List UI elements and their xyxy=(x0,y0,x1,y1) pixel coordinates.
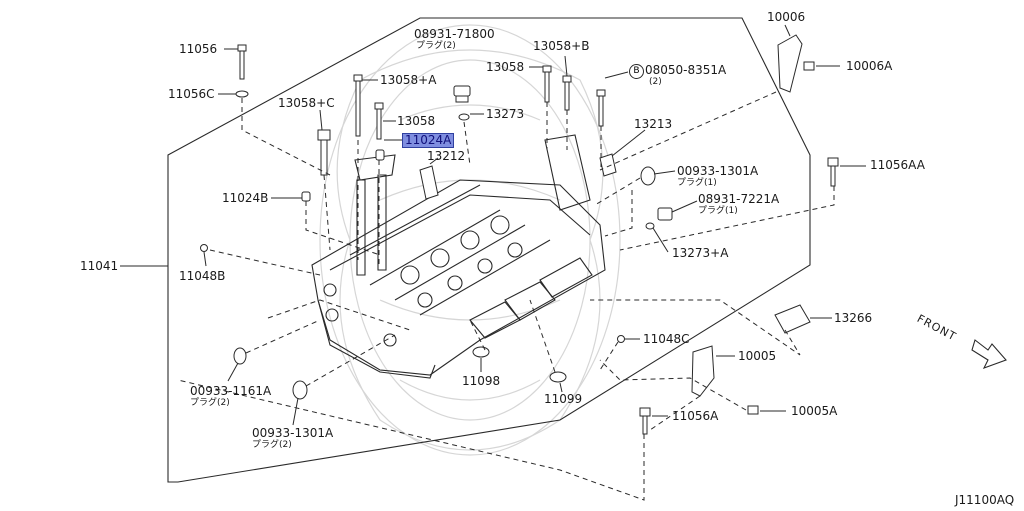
assembly-frame xyxy=(168,18,810,482)
solid-leaders xyxy=(204,25,866,425)
label-00933-1301a-top-sub: プラグ(1) xyxy=(677,178,717,188)
label-08050-8351a[interactable]: 08050-8351A xyxy=(645,63,727,77)
label-10006a[interactable]: 10006A xyxy=(846,59,893,73)
label-11056[interactable]: 11056 xyxy=(179,42,218,56)
label-13058-c[interactable]: 13058+C xyxy=(278,96,335,110)
label-13266[interactable]: 13266 xyxy=(834,311,873,325)
label-11048b[interactable]: 11048B xyxy=(179,269,226,283)
label-00933-1161a-sub: プラグ(2) xyxy=(190,398,230,408)
label-11056a[interactable]: 11056A xyxy=(672,409,719,423)
label-08931-71800[interactable]: 08931-71800 xyxy=(414,27,495,41)
label-11056aa[interactable]: 11056AA xyxy=(870,158,925,172)
cylinder-head-body xyxy=(312,135,605,378)
label-13058[interactable]: 13058 xyxy=(397,114,436,128)
label-13273-a[interactable]: 13273+A xyxy=(672,246,729,260)
label-10005[interactable]: 10005 xyxy=(738,349,777,363)
label-08050-sub: (2) xyxy=(649,77,662,87)
label-00933-1301a-bottom-sub: プラグ(2) xyxy=(252,440,292,450)
label-13058-a[interactable]: 13058+A xyxy=(380,73,437,87)
label-11024a-highlighted[interactable]: 11024A xyxy=(401,133,455,148)
label-10006[interactable]: 10006 xyxy=(767,10,806,24)
front-arrow xyxy=(972,340,1006,368)
label-00933-1161a[interactable]: 00933-1161A xyxy=(190,384,272,398)
label-13058-b[interactable]: 13058+B xyxy=(533,39,590,53)
label-13058-right[interactable]: 13058 xyxy=(486,60,525,74)
fasteners xyxy=(201,35,839,434)
label-13212[interactable]: 13212 xyxy=(427,149,466,163)
label-00933-1301a-bottom[interactable]: 00933-1301A xyxy=(252,426,334,440)
label-08050-marker: B xyxy=(629,64,644,79)
label-08931-7221a[interactable]: 08931-7221A xyxy=(698,192,780,206)
label-11099[interactable]: 11099 xyxy=(544,392,583,406)
label-11024b[interactable]: 11024B xyxy=(222,191,269,205)
label-00933-1301a-top[interactable]: 00933-1301A xyxy=(677,164,759,178)
label-11098[interactable]: 11098 xyxy=(462,374,501,388)
label-08931-7221a-sub: プラグ(1) xyxy=(698,206,738,216)
label-11041[interactable]: 11041 xyxy=(80,259,119,273)
label-08931-71800-sub: プラグ(2) xyxy=(416,41,456,51)
diagram-code: J11100AQ xyxy=(955,493,1015,507)
label-10005a[interactable]: 10005A xyxy=(791,404,838,418)
label-13213[interactable]: 13213 xyxy=(634,117,673,131)
label-11048c[interactable]: 11048C xyxy=(643,332,690,346)
dashed-leaders xyxy=(178,92,834,500)
label-13273[interactable]: 13273 xyxy=(486,107,525,121)
label-11056c[interactable]: 11056C xyxy=(168,87,215,101)
